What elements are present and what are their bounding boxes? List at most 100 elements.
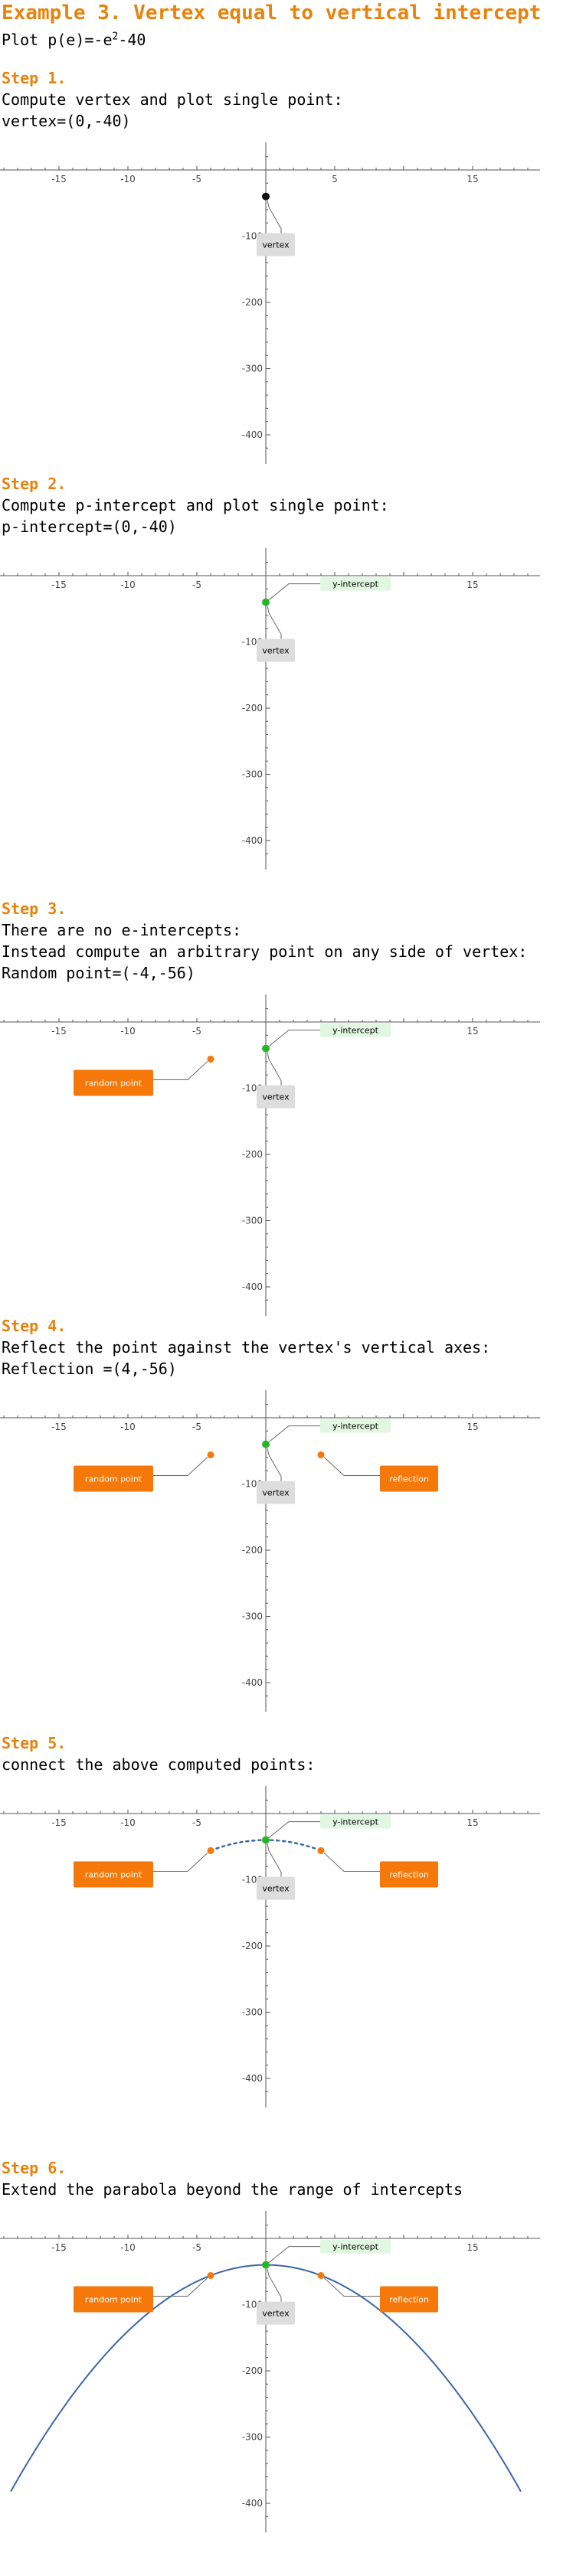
reflection-label-text: reflection — [389, 1869, 429, 1879]
x-tick-label: 15 — [467, 1026, 478, 1037]
vertex-label-text: vertex — [262, 1092, 290, 1102]
random-point-marker — [207, 1846, 214, 1854]
y-intercept-point-marker — [262, 1044, 270, 1053]
y-tick-label: -300 — [242, 769, 263, 780]
reflection-point-marker — [317, 1846, 325, 1854]
step-text: Reflection =(4,-56) — [2, 1360, 177, 1378]
y-tick-label: -400 — [242, 1677, 263, 1688]
x-tick-label: -5 — [192, 174, 201, 184]
random-point-label-box — [74, 1069, 153, 1096]
y-intercept-leader — [268, 1030, 320, 1046]
y-intercept-point-marker — [262, 2261, 270, 2269]
x-tick-label: 15 — [467, 1817, 478, 1828]
problem-statement: Plot p(e)=-e2-40 — [2, 31, 146, 49]
y-intercept-label-text: y-intercept — [332, 1422, 378, 1432]
x-tick-label: -5 — [192, 1422, 201, 1432]
random-point-label-box — [74, 1861, 153, 1888]
x-tick-label: -5 — [192, 580, 201, 590]
x-tick-label: -10 — [120, 174, 136, 184]
x-tick-label: -15 — [51, 1817, 67, 1828]
random-point-label-box — [74, 2286, 153, 2313]
y-tick-label: -300 — [242, 1216, 263, 1226]
y-tick-label: -300 — [242, 1611, 263, 1622]
step-6-plot: -15-10-5515-100-200-300-400y-interceptve… — [0, 2211, 540, 2532]
step-text: vertex=(0,-40) — [2, 112, 131, 130]
y-tick-label: -300 — [242, 2007, 263, 2018]
reflection-leader — [323, 1853, 380, 1872]
step-text: Instead compute an arbitrary point on an… — [2, 942, 528, 961]
y-intercept-label-box — [320, 1023, 391, 1037]
x-tick-label: 15 — [467, 580, 478, 590]
step-heading: Step 3. — [2, 899, 67, 918]
random-point-leader — [153, 2277, 208, 2297]
vertex-label-text: vertex — [262, 1884, 290, 1894]
vertex-label-text: vertex — [262, 240, 290, 250]
random-point-marker — [207, 1451, 214, 1458]
step-text: connect the above computed points: — [2, 1755, 316, 1774]
x-tick-label: -10 — [120, 1422, 136, 1432]
y-tick-label: -200 — [242, 297, 263, 308]
x-tick-label: -5 — [192, 1026, 201, 1037]
vertex-label-box — [257, 2301, 295, 2325]
random-point-leader — [153, 1457, 208, 1476]
reflection-leader — [323, 1457, 380, 1476]
x-tick-label: 15 — [467, 1422, 478, 1432]
step-text: p-intercept=(0,-40) — [2, 517, 177, 536]
reflection-point-marker — [317, 1451, 325, 1458]
x-tick-label: -10 — [120, 1817, 136, 1828]
reflection-label-box — [380, 2286, 438, 2313]
y-tick-label: -400 — [242, 2073, 263, 2084]
y-tick-label: -200 — [242, 1941, 263, 1951]
random-point-label-text: random point — [85, 1869, 142, 1879]
random-point-label-text: random point — [85, 1474, 142, 1484]
y-intercept-label-box — [320, 2239, 391, 2254]
vertex-label-text: vertex — [262, 646, 290, 656]
random-point-leader — [153, 1061, 208, 1080]
x-tick-label: -10 — [120, 580, 136, 590]
reflection-label-box — [380, 1465, 438, 1492]
step-1: Step 1.Compute vertex and plot single po… — [0, 69, 586, 475]
y-intercept-point-marker — [262, 1440, 270, 1448]
y-intercept-label-text: y-intercept — [332, 580, 378, 589]
y-intercept-point-marker — [262, 598, 270, 606]
reflection-leader — [323, 2277, 380, 2297]
random-point-label-box — [74, 1465, 153, 1492]
x-tick-label: -10 — [120, 2242, 136, 2253]
x-tick-label: -15 — [51, 1026, 67, 1037]
y-intercept-label-box — [320, 1814, 391, 1829]
y-intercept-leader — [268, 1425, 320, 1442]
y-intercept-leader — [268, 583, 320, 600]
step-text: Extend the parabola beyond the range of … — [2, 2180, 463, 2199]
step-3: Step 3. There are no e-intercepts: Instead… — [0, 899, 586, 1316]
y-intercept-label-box — [320, 1419, 391, 1433]
step-5: Step 5. connect the above computed points… — [0, 1734, 586, 2140]
y-tick-label: -400 — [242, 429, 263, 440]
random-point-leader — [153, 1853, 208, 1872]
step-heading: Step 1. — [2, 69, 67, 87]
y-tick-label: -400 — [242, 835, 263, 846]
vertex-label-text: vertex — [262, 1488, 290, 1498]
y-tick-label: -200 — [242, 703, 263, 713]
reflection-label-box — [380, 1861, 438, 1888]
vertex-leader — [267, 606, 282, 639]
step-heading: Step 2. — [2, 475, 67, 493]
y-intercept-leader — [268, 1821, 320, 1838]
random-point-label-text: random point — [85, 1078, 142, 1088]
step-heading: Step 4. — [2, 1317, 67, 1335]
step-text: There are no e-intercepts: — [2, 921, 242, 939]
reflection-label-text: reflection — [389, 1474, 429, 1484]
step-heading: Step 6. — [2, 2159, 67, 2177]
y-intercept-point-marker — [262, 1836, 270, 1844]
y-tick-label: -200 — [242, 1149, 263, 1160]
y-tick-label: -400 — [242, 2498, 263, 2509]
x-tick-label: -15 — [51, 2242, 67, 2253]
random-point-marker — [207, 2271, 214, 2279]
step-heading: Step 5. — [2, 1734, 67, 1752]
y-tick-label: -300 — [242, 2432, 263, 2443]
reflection-point-marker — [317, 2271, 325, 2279]
step-4: Step 4.Reflect the point against the ver… — [0, 1317, 586, 1722]
reflection-label-text: reflection — [389, 2294, 429, 2304]
x-tick-label: -15 — [51, 174, 67, 184]
random-point-marker — [207, 1055, 214, 1063]
x-tick-label: -15 — [51, 580, 67, 590]
